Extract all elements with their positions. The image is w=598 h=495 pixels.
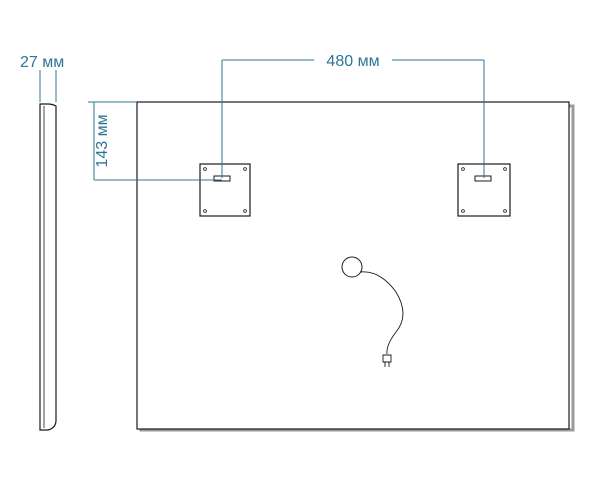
depth-label: 27 мм [20, 54, 64, 71]
mirror-side-profile [39, 103, 57, 431]
depth-dimension [39, 70, 57, 102]
left-mounting-bracket [199, 163, 251, 217]
power-cable [359, 271, 404, 355]
round-switch [341, 256, 363, 278]
bracket-height-dimension [88, 101, 222, 181]
right-mounting-bracket [457, 163, 511, 217]
bracket-spacing-label: 480 мм [326, 53, 379, 70]
bracket-height-label: 143 мм [94, 114, 111, 167]
bracket-spacing-dimension [221, 59, 485, 178]
power-plug [382, 354, 392, 367]
